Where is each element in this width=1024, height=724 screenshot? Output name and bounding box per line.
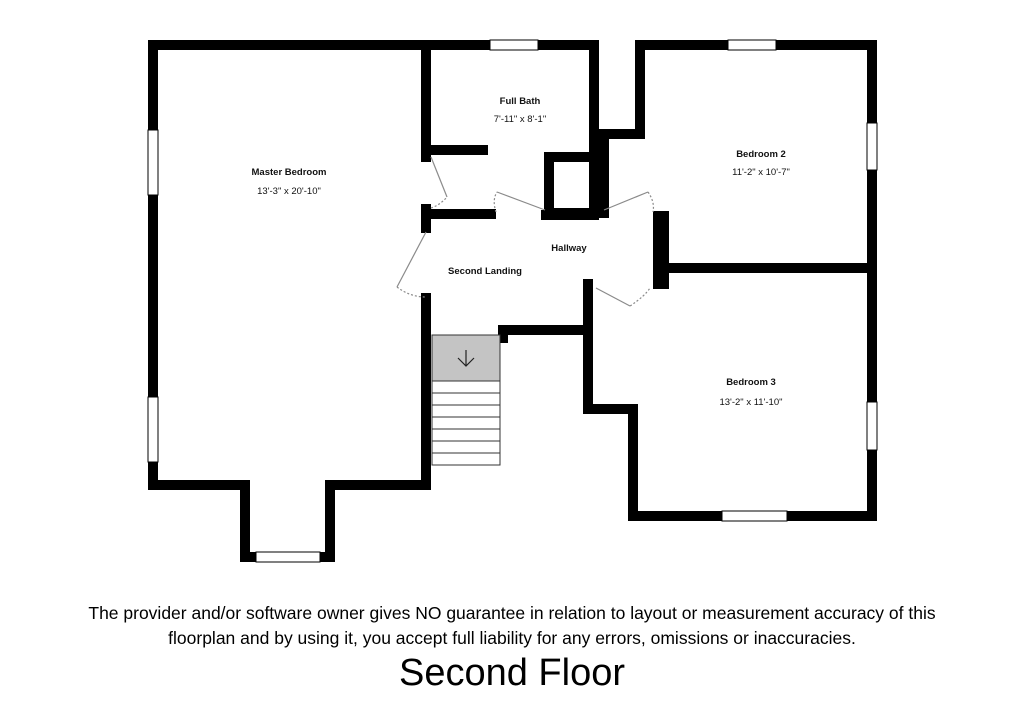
full-bath-walls — [421, 40, 599, 220]
bath-window — [489, 39, 539, 51]
full-bath-dimensions: 7'-11" x 8'-1" — [494, 114, 546, 125]
hallway-name: Hallway — [551, 243, 587, 254]
staircase — [431, 334, 501, 466]
down-arrow-icon — [457, 350, 475, 367]
closet-box — [544, 152, 601, 218]
master-windows — [147, 129, 321, 563]
master-bedroom-name: Master Bedroom — [252, 167, 327, 178]
bedroom-3-window-right — [866, 401, 878, 451]
second-landing-name: Second Landing — [448, 266, 522, 277]
disclaimer-line-2: floorplan and by using it, you accept fu… — [168, 628, 856, 648]
bedroom-3-window-bottom — [721, 510, 788, 522]
bedroom-2-name: Bedroom 2 — [736, 149, 786, 160]
floor-plan: Master Bedroom 13'-3" x 20'-10" Full Bat… — [147, 39, 878, 563]
master-bedroom-walls — [148, 40, 431, 562]
floor-title: Second Floor — [398, 652, 625, 694]
master-bedroom-dimensions: 13'-3" x 20'-10" — [257, 186, 321, 197]
bedroom-3-dimensions: 13'-2" x 11'-10" — [719, 397, 782, 408]
door-swings — [396, 156, 655, 307]
disclaimer-line-1: The provider and/or software owner gives… — [88, 603, 936, 623]
bedroom-2-dimensions: 11'-2" x 10'-7" — [732, 167, 790, 178]
disclaimer: The provider and/or software owner gives… — [0, 601, 1024, 651]
bedroom-2-door-jamb — [653, 211, 669, 289]
bedroom-2-window-top — [727, 39, 777, 51]
full-bath-name: Full Bath — [500, 96, 541, 107]
bedroom-3-name: Bedroom 3 — [726, 377, 776, 388]
bedroom-2-window-right — [866, 122, 878, 171]
bedroom-3-walls — [498, 263, 877, 521]
